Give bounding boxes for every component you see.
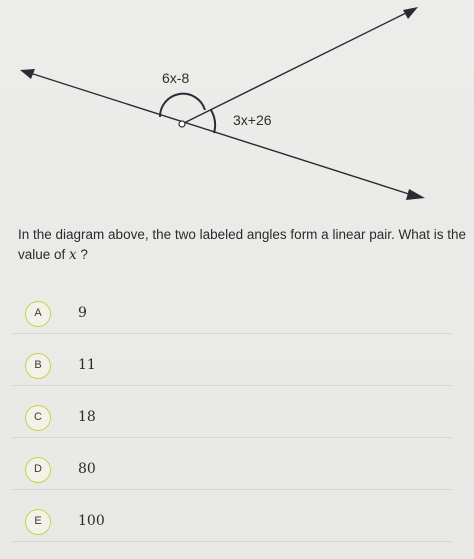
option-letter-badge: E: [25, 509, 51, 535]
option-divider: [12, 541, 452, 542]
answer-option-b[interactable]: B 11: [0, 347, 474, 399]
option-letter-badge: D: [25, 457, 51, 483]
angle-label-right: 3x+26: [233, 112, 272, 128]
option-value: 11: [78, 357, 96, 373]
option-divider: [12, 437, 452, 438]
option-value: 18: [78, 409, 96, 425]
option-value: 80: [78, 461, 96, 477]
answer-option-e[interactable]: E 100: [0, 503, 474, 555]
ray-upper-right: [181, 11, 409, 125]
arrowhead-left: [20, 69, 35, 79]
angle-diagram: 6x-8 3x+26: [0, 0, 474, 215]
angle-arc-right: [210, 109, 217, 134]
diagram-svg: [20, 7, 425, 200]
question-text-before: In the diagram above, the two labeled an…: [18, 227, 467, 262]
answer-options: A 9 B 11 C 18 D 80 E 100: [0, 295, 474, 555]
arrowhead-upper-right: [403, 7, 418, 19]
arrowhead-lower-right: [406, 189, 425, 200]
angle-arc-top: [158, 92, 206, 118]
option-letter-badge: C: [25, 405, 51, 431]
question-text: In the diagram above, the two labeled an…: [18, 225, 468, 265]
answer-option-c[interactable]: C 18: [0, 399, 474, 451]
option-divider: [12, 385, 452, 386]
option-divider: [12, 333, 452, 334]
option-letter-badge: A: [25, 301, 51, 327]
option-value: 100: [78, 513, 105, 529]
vertex-point: [178, 120, 186, 128]
question-variable: x: [69, 247, 77, 263]
option-value: 9: [78, 305, 87, 321]
answer-option-a[interactable]: A 9: [0, 295, 474, 347]
option-letter-badge: B: [25, 353, 51, 379]
answer-option-d[interactable]: D 80: [0, 451, 474, 503]
angle-label-top: 6x-8: [162, 70, 190, 86]
option-divider: [12, 489, 452, 490]
line-left-to-lower-right: [29, 72, 413, 196]
question-text-after: ?: [76, 247, 88, 262]
